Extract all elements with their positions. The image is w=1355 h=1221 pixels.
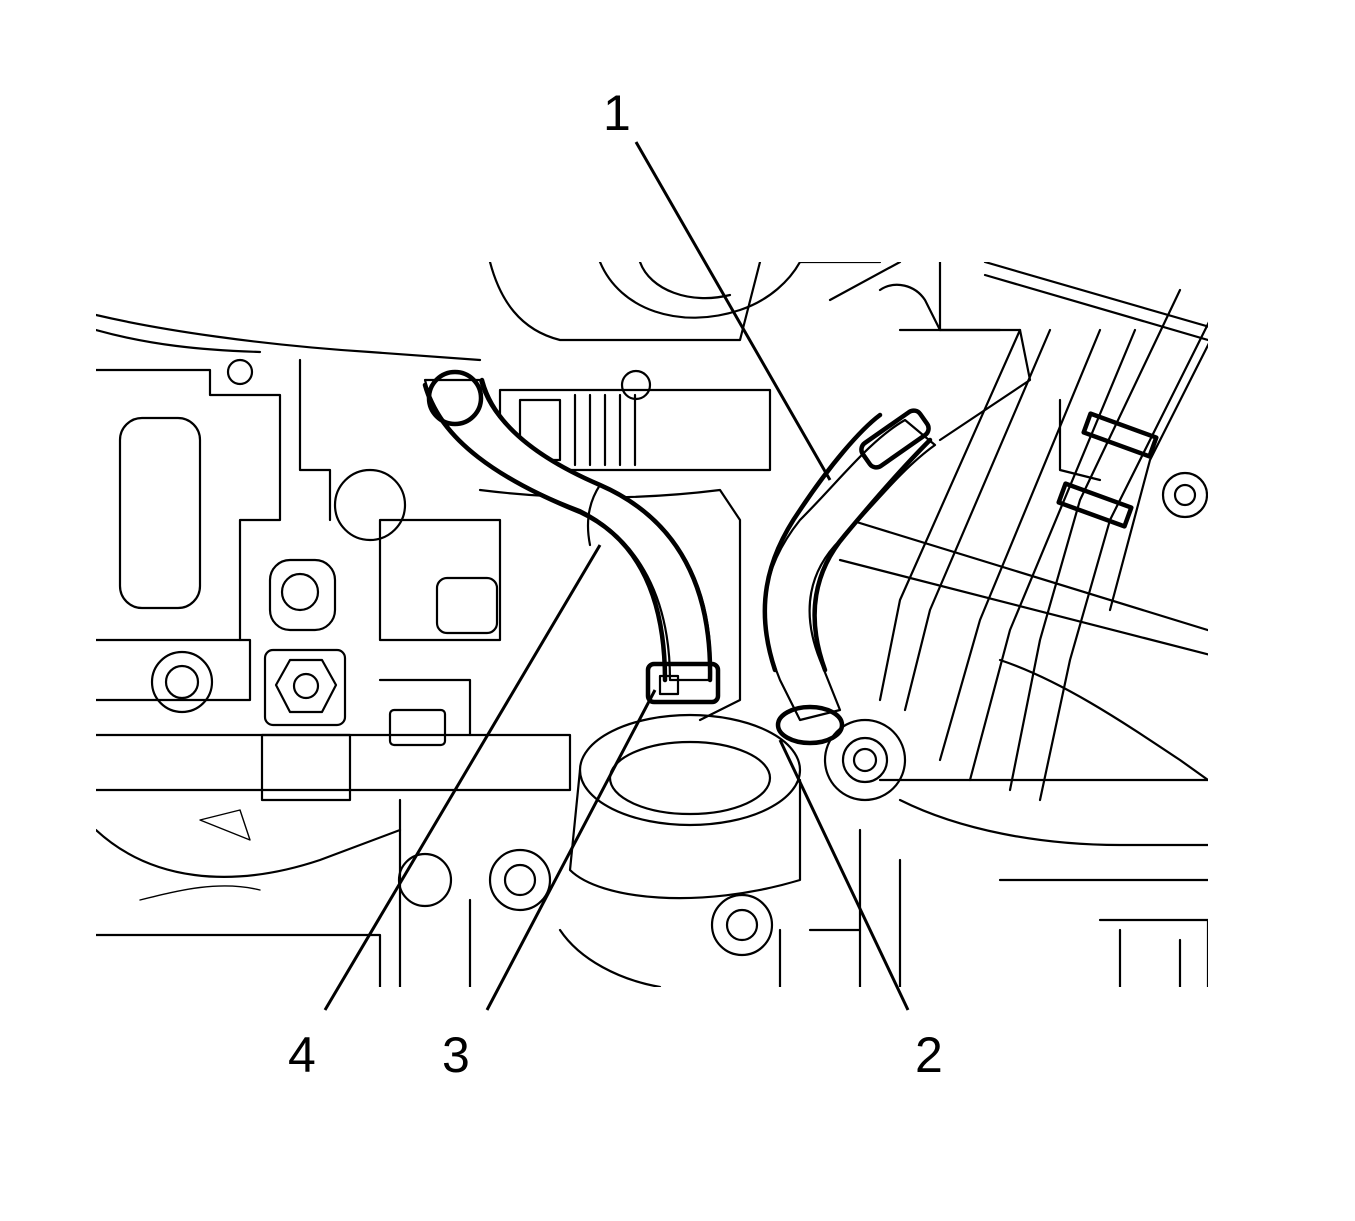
callout-4-leader (323, 544, 602, 1011)
engine-drawing (96, 262, 1208, 987)
callout-1-leader (634, 141, 832, 481)
callout-1: 1 (603, 85, 631, 141)
callout-2: 2 (915, 1027, 943, 1083)
callout-2-leader (778, 739, 910, 1011)
callout-4: 4 (288, 1027, 316, 1083)
callout-3-leader (485, 689, 657, 1011)
callout-3: 3 (442, 1027, 470, 1083)
